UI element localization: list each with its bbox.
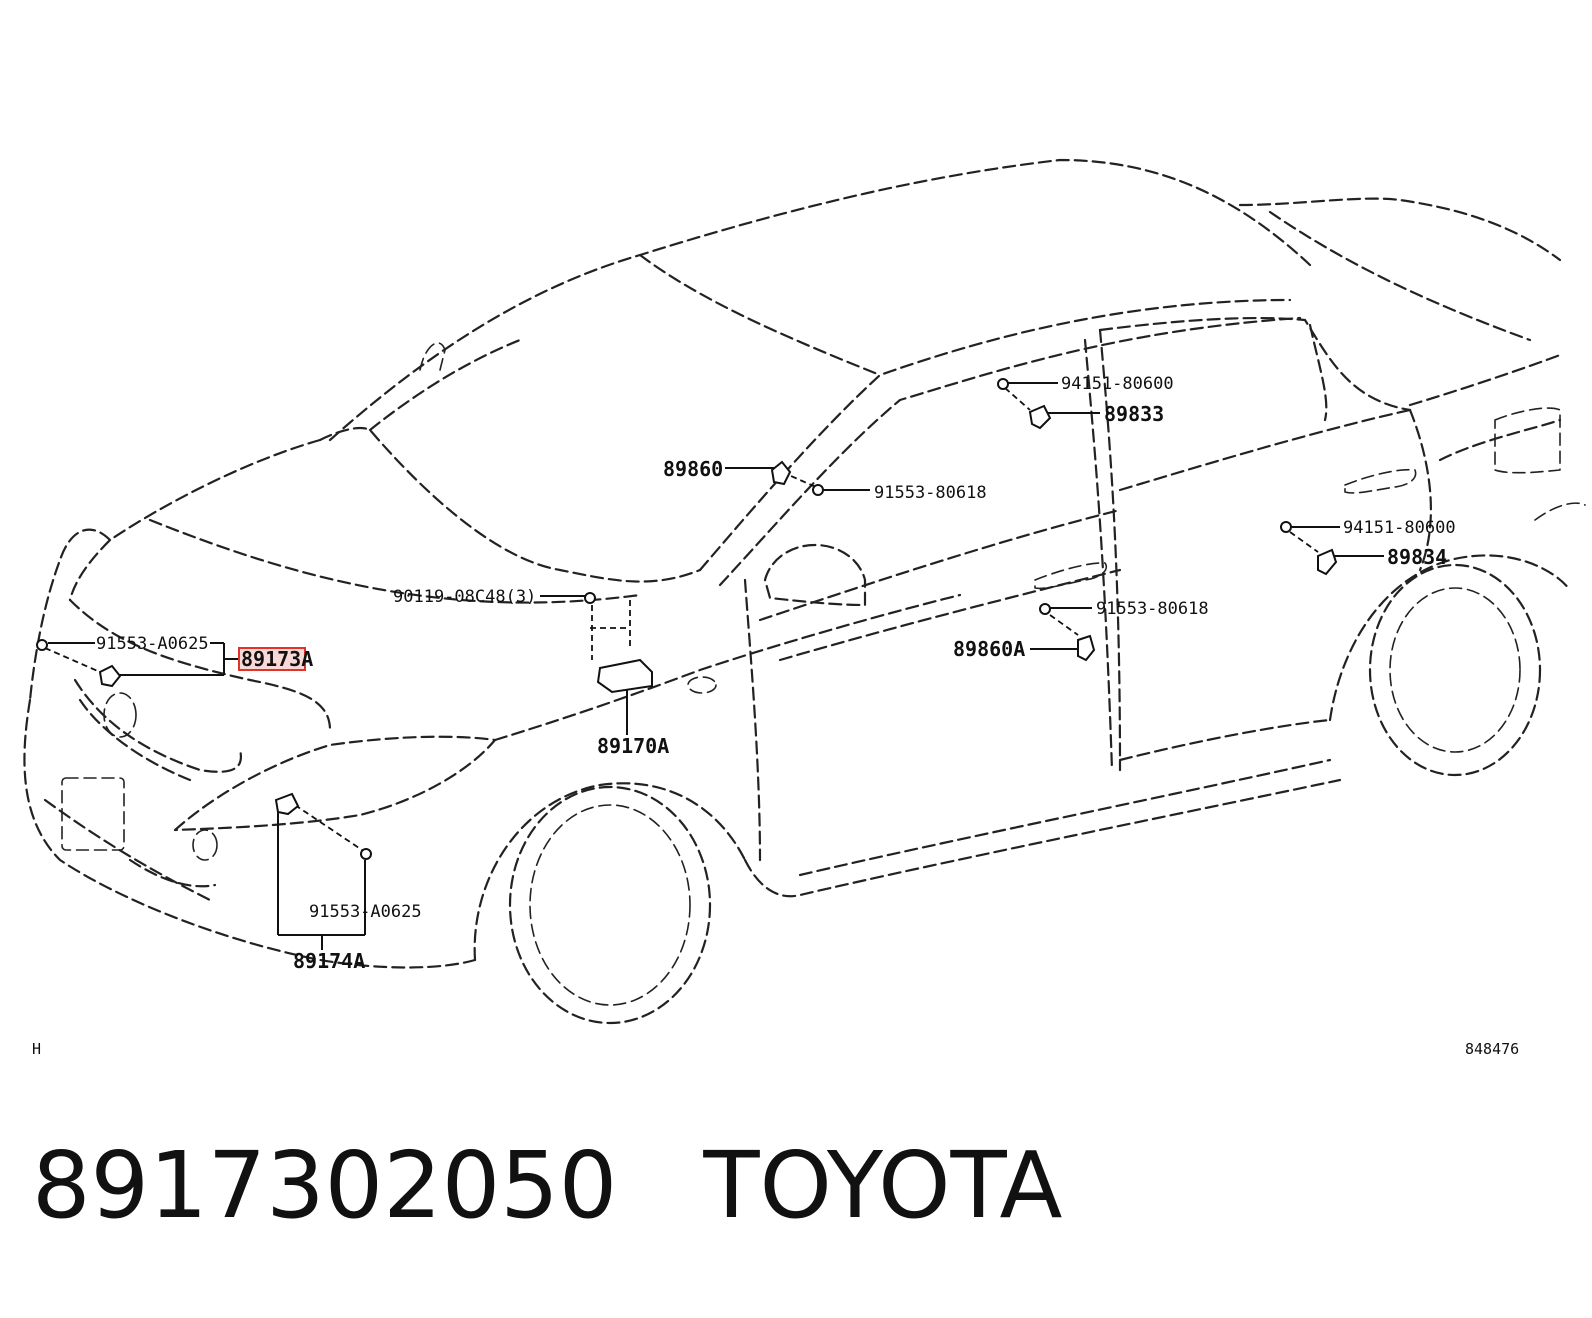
bolt-91553-80618-mid-icon <box>1039 603 1051 615</box>
callout-91553-80618-mid[interactable]: 91553-80618 <box>1096 599 1209 619</box>
sensor-89833-icon <box>1028 404 1052 430</box>
callout-89834[interactable]: 89834 <box>1387 545 1447 569</box>
sensor-89834-icon <box>1317 548 1338 576</box>
sensor-89174A-icon <box>274 792 300 816</box>
callout-89860[interactable]: 89860 <box>663 457 723 481</box>
callout-89833[interactable]: 89833 <box>1104 402 1164 426</box>
callout-89170A[interactable]: 89170A <box>597 734 669 758</box>
bolt-91553-A0625-icon <box>36 639 48 651</box>
sensor-89860A-icon <box>1077 634 1096 662</box>
corner-marker-left: H <box>32 1040 41 1058</box>
callout-91553-A0625-bottom[interactable]: 91553-A0625 <box>309 902 422 922</box>
sensor-89860-icon <box>770 460 792 486</box>
nut-94151-80600-right-icon <box>1280 521 1292 533</box>
diagram-id: 848476 <box>1465 1040 1519 1058</box>
callout-91553-80618-top[interactable]: 91553-80618 <box>874 483 987 503</box>
brand-name: TOYOTA <box>703 1132 1063 1239</box>
part-number: 8917302050 <box>32 1132 618 1239</box>
nut-94151-80600-icon <box>997 378 1009 390</box>
sensor-89173A-icon <box>98 664 122 688</box>
callout-89860A[interactable]: 89860A <box>953 637 1025 661</box>
callout-89173A-highlighted[interactable]: 89173A <box>241 647 313 671</box>
airbag-sensor-89170A-icon <box>596 658 653 694</box>
highlight-box <box>238 647 306 671</box>
callout-94151-80600-top[interactable]: 94151-80600 <box>1061 374 1174 394</box>
parts-diagram: 89860 91553-80618 94151-80600 89833 9415… <box>23 158 1586 1058</box>
highlight-fill <box>239 648 305 670</box>
callout-94151-80600-right[interactable]: 94151-80600 <box>1343 518 1456 538</box>
leader-lines <box>44 382 1384 950</box>
callout-89174A[interactable]: 89174A <box>293 949 365 973</box>
bolt-91553-A0625-bottom-icon <box>360 848 372 860</box>
callouts: 89860 91553-80618 94151-80600 89833 9415… <box>96 374 1456 973</box>
callout-91553-A0625-top[interactable]: 91553-A0625 <box>96 634 209 654</box>
callout-90119-08C48[interactable]: 90119-08C48(3) <box>393 587 536 607</box>
parts <box>36 378 1338 860</box>
bolt-90119-icon <box>584 592 596 604</box>
bolt-91553-80618-icon <box>812 484 824 496</box>
car-outline <box>23 158 1586 1025</box>
